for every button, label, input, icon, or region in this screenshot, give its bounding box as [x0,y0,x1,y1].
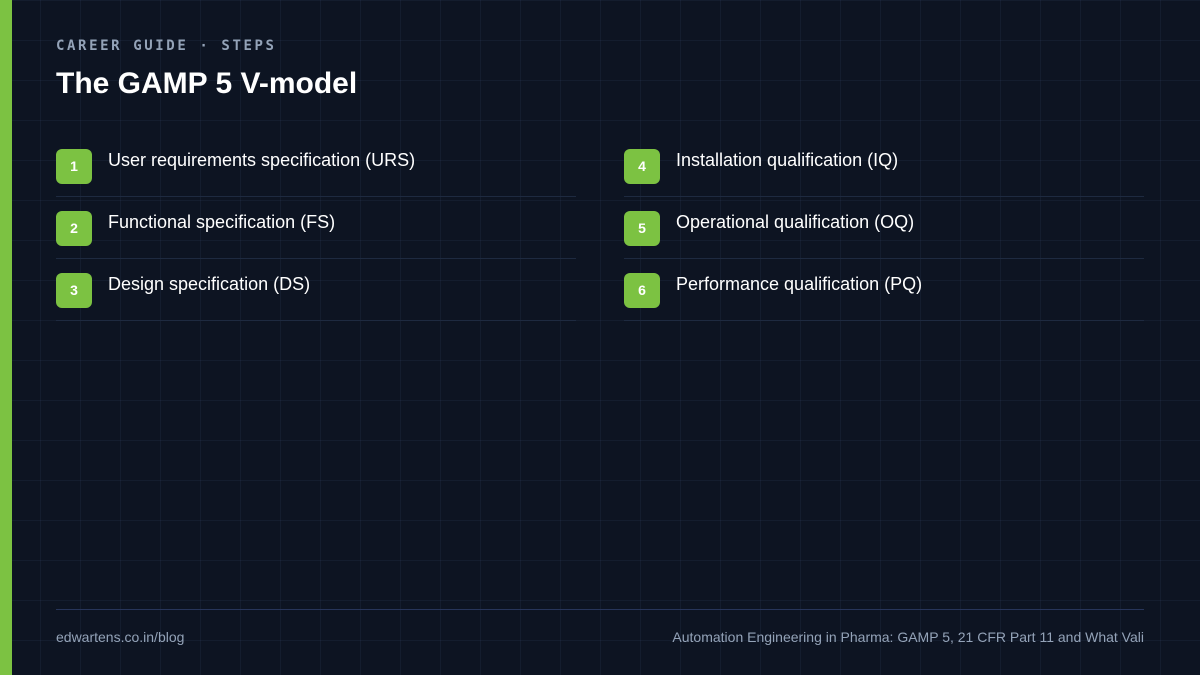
footer-divider [56,609,1144,610]
step-number-badge: 5 [624,211,660,246]
steps-column-right: 4 Installation qualification (IQ) 5 Oper… [624,136,1144,322]
accent-bar [0,0,12,675]
step-number-badge: 6 [624,273,660,308]
step-number-badge: 3 [56,273,92,308]
footer-site-url: edwartens.co.in/blog [56,629,185,645]
footer-article-title: Automation Engineering in Pharma: GAMP 5… [672,629,1144,645]
step-item: 6 Performance qualification (PQ) [624,260,1144,321]
step-number-badge: 2 [56,211,92,246]
step-label: Performance qualification (PQ) [676,274,923,294]
step-number-badge: 4 [624,149,660,184]
step-label: Installation qualification (IQ) [676,150,899,170]
step-item: 2 Functional specification (FS) [56,198,576,259]
step-label: Functional specification (FS) [108,212,336,232]
step-item: 3 Design specification (DS) [56,260,576,321]
steps-column-left: 1 User requirements specification (URS) … [56,136,576,322]
step-item: 1 User requirements specification (URS) [56,136,576,197]
step-item: 4 Installation qualification (IQ) [624,136,1144,197]
step-label: Design specification (DS) [108,274,311,294]
step-number-badge: 1 [56,149,92,184]
step-item: 5 Operational qualification (OQ) [624,198,1144,259]
step-label: Operational qualification (OQ) [676,212,915,232]
page-title: The GAMP 5 V-model [56,67,358,100]
eyebrow-label: CAREER GUIDE · STEPS [56,38,277,54]
step-label: User requirements specification (URS) [108,150,416,170]
